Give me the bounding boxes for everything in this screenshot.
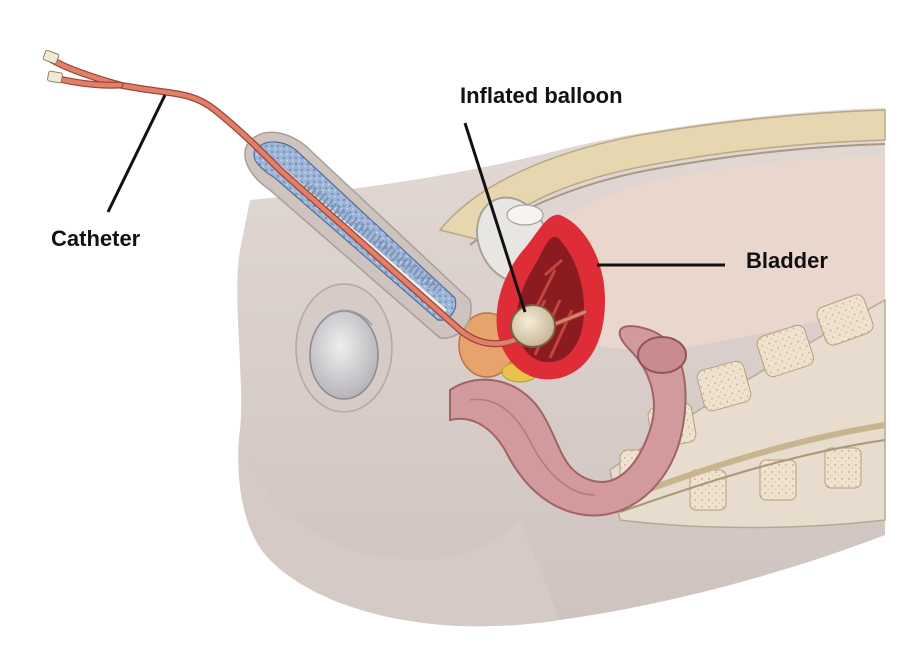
buttock [238, 430, 560, 627]
inflated-balloon [510, 304, 556, 348]
testis [309, 310, 379, 400]
abdominal-wall [438, 109, 886, 241]
catheter-tube [42, 49, 588, 348]
catheter-leader-line [106, 94, 167, 213]
abdominal-cavity [517, 156, 885, 350]
balloon-leader-line [463, 122, 527, 313]
inflated-balloon-label: Inflated balloon [460, 83, 623, 108]
bladder-label: Bladder [746, 248, 828, 273]
catheter-label: Catheter [51, 226, 141, 251]
